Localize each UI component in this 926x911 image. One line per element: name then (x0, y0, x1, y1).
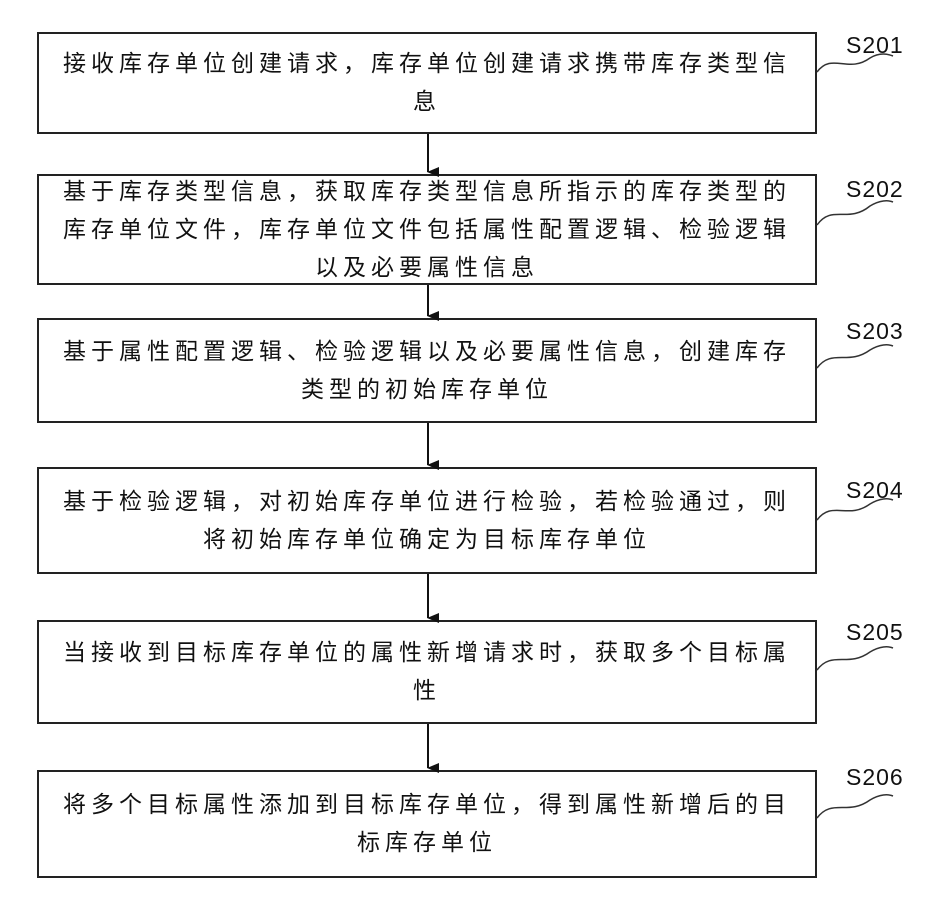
leader-s204 (817, 499, 893, 520)
leader-s202 (817, 201, 893, 225)
leader-s206 (817, 795, 893, 818)
leader-s201 (817, 54, 893, 72)
leader-s205 (817, 647, 893, 670)
leader-s203 (817, 345, 893, 368)
